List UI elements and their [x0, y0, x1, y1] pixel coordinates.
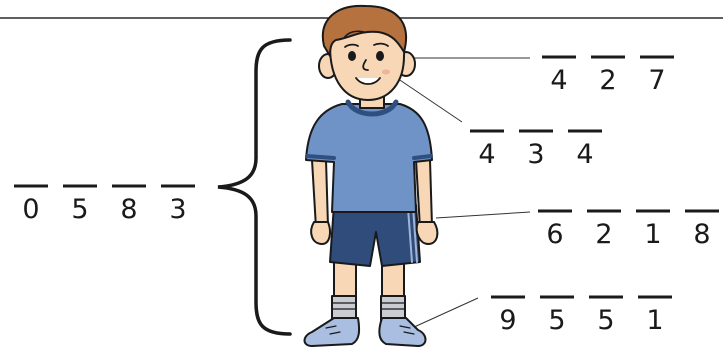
left-shoe	[303, 317, 361, 347]
shorts	[329, 204, 421, 267]
right-eye	[376, 51, 384, 61]
curly-brace	[217, 38, 292, 336]
digit: 2	[599, 65, 616, 96]
digit: 5	[548, 305, 565, 336]
number-groups: 0 5 8 3 4 2 7 4 3 4 6 2 1 8 9 5 5 1	[14, 55, 719, 336]
digit: 5	[71, 194, 88, 225]
digit: 4	[478, 139, 495, 170]
number-group-whole-body: 0 5 8 3	[14, 184, 195, 225]
digit: 9	[499, 305, 516, 336]
digit: 1	[646, 305, 663, 336]
number-group-face: 4 3 4	[470, 129, 602, 170]
shirt-collar	[345, 99, 399, 117]
left-arm	[311, 159, 329, 229]
digit: 7	[648, 65, 665, 96]
right-arm	[415, 159, 433, 229]
digit: 0	[22, 194, 39, 225]
digit: 2	[595, 219, 612, 250]
number-group-head: 4 2 7	[542, 55, 674, 96]
number-group-hand: 6 2 1 8	[538, 209, 719, 250]
digit: 5	[597, 305, 614, 336]
pointer-line-face	[387, 71, 463, 123]
left-hand	[310, 221, 331, 245]
digit: 4	[550, 65, 567, 96]
pointer-line-foot	[411, 297, 479, 329]
digit: 4	[576, 139, 593, 170]
boy-illustration	[303, 4, 439, 347]
digit: 8	[693, 219, 710, 250]
nose	[362, 59, 369, 71]
digit: 3	[527, 139, 544, 170]
digit: 6	[546, 219, 563, 250]
digit: 1	[644, 219, 661, 250]
pointer-line-hand	[435, 211, 531, 219]
right-shoe	[378, 317, 427, 347]
number-group-foot: 9 5 5 1	[491, 295, 672, 336]
right-hand	[415, 221, 439, 245]
mouth	[355, 77, 381, 85]
shirt	[305, 103, 433, 213]
digit: 3	[169, 194, 186, 225]
hair	[321, 4, 407, 57]
digit: 8	[120, 194, 137, 225]
left-eye	[348, 51, 356, 61]
